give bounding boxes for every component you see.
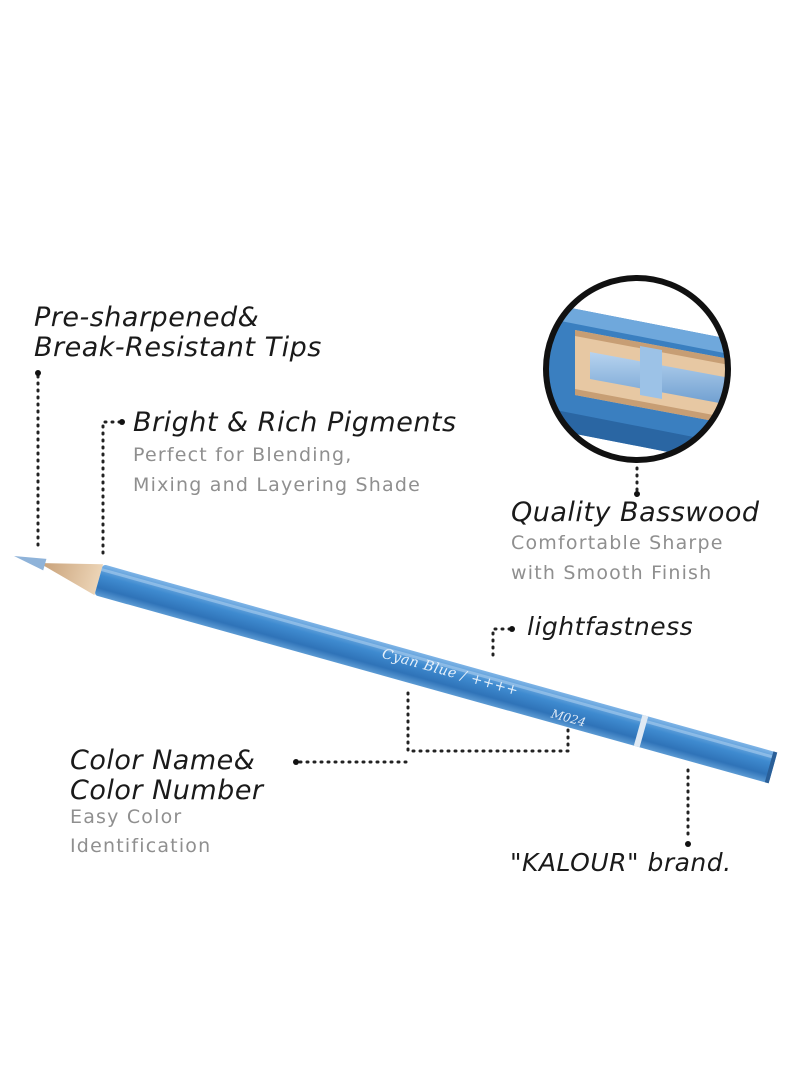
basswood-title: Quality Basswood — [511, 497, 760, 528]
dot-brand — [685, 841, 691, 847]
leader-color-name — [298, 691, 570, 764]
basswood-subtitle-line2: with Smooth Finish — [511, 562, 713, 584]
pencil-end-band — [633, 714, 649, 748]
dot-lightfastness — [509, 626, 515, 632]
leader-lightfastness — [491, 627, 512, 662]
dot-color-name — [293, 759, 299, 765]
color-name-title-line2: Color Number — [70, 775, 264, 806]
dot-basswood — [634, 491, 640, 497]
pencil: Cyan Blue / ++++ M024 — [14, 556, 778, 784]
dot-tips — [35, 370, 41, 376]
color-name-title-line1: Color Name& — [70, 745, 256, 776]
pigments-subtitle-line2: Mixing and Layering Shade — [133, 474, 422, 496]
dot-pigments — [119, 419, 125, 425]
basswood-zoom-circle — [543, 275, 731, 463]
leader-pigments — [101, 420, 122, 558]
color-name-subtitle-line1: Easy Color — [70, 806, 183, 828]
leader-lines — [36, 374, 690, 842]
pencil-body — [95, 564, 777, 783]
pigments-subtitle-line1: Perfect for Blending, — [133, 444, 353, 466]
color-name-subtitle-line2: Identification — [70, 835, 212, 857]
pencil-tip — [14, 556, 47, 571]
tips-title-line1: Pre-sharpened& — [34, 302, 260, 333]
lightfastness-title: lightfastness — [527, 612, 694, 641]
leader-dots — [35, 370, 691, 847]
pencil-wood-cone — [42, 563, 104, 596]
brand-title: "KALOUR" brand. — [510, 848, 732, 877]
pigments-title: Bright & Rich Pigments — [133, 407, 457, 438]
basswood-subtitle-line1: Comfortable Sharpe — [511, 532, 724, 554]
tips-title-line2: Break-Resistant Tips — [34, 332, 322, 363]
